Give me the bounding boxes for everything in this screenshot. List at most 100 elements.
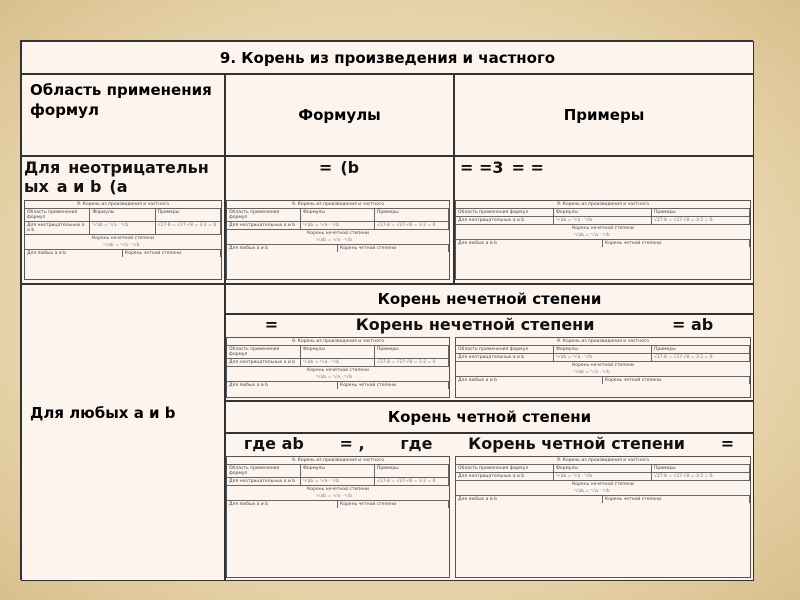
overlay-eq-comma: = , — [339, 434, 365, 453]
thumb-nonneg: Для неотрицательных a и b — [227, 478, 301, 485]
thumb-formulas: Формулы — [554, 209, 652, 216]
thumb-area: Область применения формул — [456, 465, 554, 472]
thumb-examples: Примеры — [156, 209, 221, 221]
overlay-eq-ab: = ab — [671, 315, 714, 334]
thumb-examples: Примеры — [375, 209, 449, 221]
thumb-formulas: Формулы — [301, 209, 375, 221]
nested-slide-thumbnail: 9. Корень из произведения и частного Обл… — [226, 456, 450, 578]
thumb-odd-formula: ⁿ√ab = ⁿ√a · ⁿ√b — [315, 238, 352, 243]
overlay-yh: ых — [24, 177, 49, 196]
thumb-odd: Корень нечетной степени — [572, 363, 634, 368]
thumb-even: Корень четной степени — [338, 501, 449, 508]
thumb-formulas: Формулы — [301, 346, 375, 358]
odd-root-heading: Корень нечетной степени — [225, 284, 754, 314]
nested-slide-thumbnail: 9. Корень из произведения и частного Обл… — [455, 200, 751, 280]
thumb-formula: ⁿ√ab = ⁿ√a · ⁿ√b — [554, 354, 652, 361]
overlay-a-paren: (a — [109, 177, 128, 196]
nested-slide-thumbnail: 9. Корень из произведения и частного Обл… — [455, 456, 751, 578]
thumb-example: √27·8 = √27·√8 = 3·2 = 6 — [652, 217, 750, 224]
overlay-even: Корень четной степени — [468, 434, 686, 453]
table-title: 9. Корень из произведения и частного — [21, 41, 754, 74]
header-area: Область применения формул — [21, 74, 225, 156]
overlay-gde: где — [400, 434, 433, 453]
nested-slide-thumbnail: 9. Корень из произведения и частного Обл… — [226, 337, 450, 398]
nested-slide-thumbnail: 9. Корень из произведения и частного Обл… — [455, 337, 751, 398]
thumb-title: 9. Корень из произведения и частного — [456, 457, 750, 465]
header-formulas: Формулы — [225, 74, 454, 156]
overlay-band-even: где ab = , где Корень четной степени = — [230, 434, 748, 453]
thumb-area: Область применения формул — [25, 209, 91, 221]
thumb-examples: Примеры — [375, 346, 449, 358]
thumb-odd-formula: ⁿ√ab = ⁿ√a · ⁿ√b — [573, 489, 610, 494]
thumb-nonneg: Для неотрицательных a и b — [227, 222, 301, 229]
thumb-odd: Корень нечетной степени — [572, 482, 634, 487]
thumb-odd-formula: ⁿ√ab = ⁿ√a · ⁿ√b — [103, 243, 140, 248]
thumb-even: Корень четной степени — [123, 250, 221, 257]
thumb-odd-formula: ⁿ√ab = ⁿ√a · ⁿ√b — [315, 494, 352, 499]
thumb-odd-formula: ⁿ√ab = ⁿ√a · ⁿ√b — [573, 233, 610, 238]
thumb-any: Для любых a и b — [227, 501, 338, 508]
thumb-example: √27·8 = √27·√8 = 3·2 = 6 — [652, 473, 750, 480]
thumb-even: Корень четной степени — [603, 240, 750, 247]
thumb-title: 9. Корень из произведения и частного — [25, 201, 221, 209]
thumb-odd: Корень нечетной степени — [572, 226, 634, 231]
thumb-examples: Примеры — [652, 465, 750, 472]
thumb-nonneg: Для неотрицательных a и b — [456, 473, 554, 480]
overlay-neotr: неотрицательн — [68, 158, 209, 177]
thumb-area: Область применения формул — [227, 465, 301, 477]
thumb-even: Корень четной степени — [338, 382, 449, 389]
thumb-even: Корень четной степени — [603, 377, 750, 384]
thumb-examples: Примеры — [652, 346, 750, 353]
thumb-formula: ⁿ√ab = ⁿ√a · ⁿ√b — [301, 478, 375, 485]
thumb-odd: Корень нечетной степени — [307, 231, 369, 236]
thumb-nonneg: Для неотрицательных a и b — [25, 222, 91, 234]
thumb-formulas: Формулы — [90, 209, 156, 221]
overlay-b-paren: (b — [340, 158, 360, 177]
thumb-example: √27·8 = √27·√8 = 3·2 = 6 — [652, 354, 750, 361]
thumb-odd: Корень нечетной степени — [92, 236, 154, 241]
thumb-title: 9. Корень из произведения и частного — [227, 201, 449, 209]
nested-slide-thumbnail: 9. Корень из произведения и частного Обл… — [226, 200, 450, 280]
overlay-eqeq: = = — [511, 158, 544, 177]
overlay-band-nonneg: Для неотрицательн ых а и b (a — [24, 158, 220, 196]
thumb-title: 9. Корень из произведения и частного — [456, 338, 750, 346]
thumb-examples: Примеры — [375, 465, 449, 477]
thumb-area: Область применения формул — [456, 346, 554, 353]
thumb-any: Для любых a и b — [227, 382, 338, 389]
thumb-any: Для любых a и b — [227, 245, 338, 252]
thumb-formula: ⁿ√ab = ⁿ√a · ⁿ√b — [301, 222, 375, 229]
thumb-formula: ⁿ√ab = ⁿ√a · ⁿ√b — [90, 222, 156, 234]
thumb-example: √27·8 = √27·√8 = 3·2 = 6 — [375, 222, 449, 229]
thumb-formulas: Формулы — [301, 465, 375, 477]
thumb-odd: Корень нечетной степени — [307, 487, 369, 492]
thumb-area: Область применения формул — [456, 209, 554, 216]
overlay-eq3: = =3 — [460, 158, 504, 177]
overlay-dlya: Для — [24, 158, 61, 177]
thumb-nonneg: Для неотрицательных a и b — [456, 354, 554, 361]
overlay-band-examples: = =3 = = — [460, 158, 748, 177]
thumb-example: √27·8 = √27·√8 = 3·2 = 6 — [375, 478, 449, 485]
thumb-even: Корень четной степени — [603, 496, 750, 503]
thumb-area: Область применения формул — [227, 209, 301, 221]
row-any-label: Для любых a и b — [21, 284, 225, 581]
thumb-example: √27·8 = √27·√8 = 3·2 = 6 — [375, 359, 449, 366]
thumb-example: √27·8 = √27·√8 = 3·2 = 6 — [156, 222, 221, 234]
header-examples: Примеры — [454, 74, 754, 156]
thumb-area: Область применения формул — [227, 346, 301, 358]
thumb-odd: Корень нечетной степени — [307, 368, 369, 373]
overlay-eq3b: = — [720, 434, 735, 453]
thumb-any: Для любых a и b — [456, 496, 603, 503]
overlay-aib: а и b — [56, 177, 102, 196]
thumb-title: 9. Корень из произведения и частного — [456, 201, 750, 209]
thumb-even: Корень четной степени — [338, 245, 449, 252]
thumb-odd-formula: ⁿ√ab = ⁿ√a · ⁿ√b — [573, 370, 610, 375]
overlay-eq: = — [318, 158, 333, 177]
thumb-title: 9. Корень из произведения и частного — [227, 457, 449, 465]
overlay-odd: Корень нечетной степени — [355, 315, 595, 334]
thumb-nonneg: Для неотрицательных a и b — [227, 359, 301, 366]
overlay-band-formulas: = (b — [230, 158, 448, 177]
overlay-eq2: = — [264, 315, 279, 334]
thumb-examples: Примеры — [652, 209, 750, 216]
overlay-gde-ab: где ab — [243, 434, 304, 453]
thumb-formula: ⁿ√ab = ⁿ√a · ⁿ√b — [554, 217, 652, 224]
